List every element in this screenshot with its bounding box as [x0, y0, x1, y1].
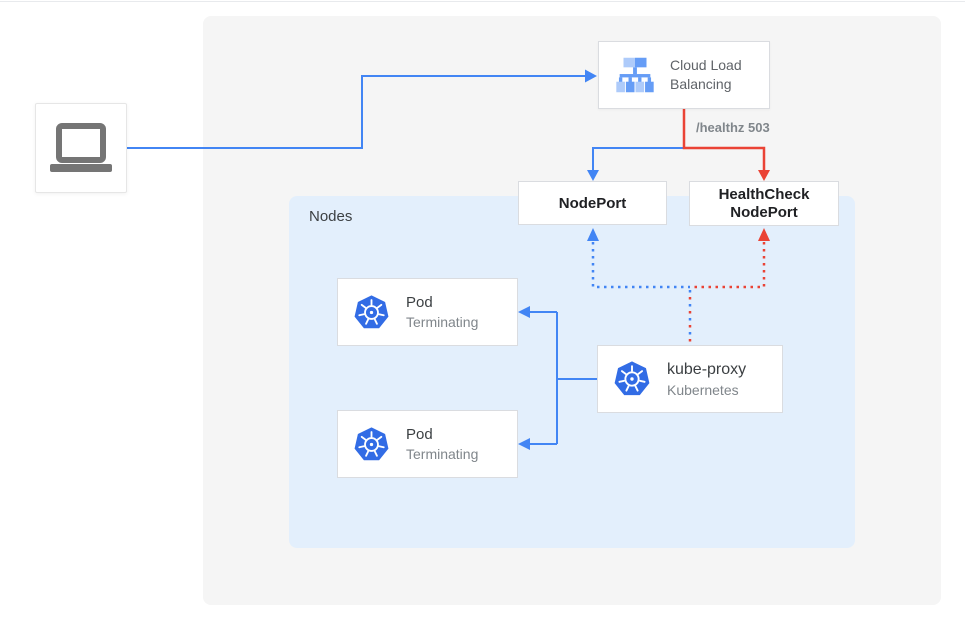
arrowhead-into-healthcheck-bottom [758, 228, 770, 241]
healthz-label: /healthz 503 [696, 120, 770, 135]
healthcheck-label-line1: HealthCheck [718, 185, 810, 203]
arrowhead-into-pod1 [518, 306, 530, 318]
arrowhead-into-lb [585, 69, 597, 83]
kube-proxy-title: kube-proxy [667, 360, 747, 378]
cloud-load-balancing-label: Cloud Load Balancing [670, 57, 742, 92]
pod-box-2: Pod Terminating [337, 410, 518, 478]
arrowhead-into-pod2 [518, 438, 530, 450]
edge-kubeproxy-to-pods [528, 311, 597, 445]
client-laptop [35, 103, 127, 193]
arrowhead-into-nodeport-top [587, 170, 599, 181]
pod1-title: Pod [406, 294, 433, 311]
edge-kubeproxy-to-nodeport [591, 242, 690, 289]
load-balancer-icon [616, 57, 654, 93]
edge-lb-to-nodeport [592, 147, 684, 171]
pod-box-1: Pod Terminating [337, 278, 518, 346]
pod1-text: Pod Terminating [406, 294, 478, 330]
kubernetes-icon [353, 426, 390, 463]
pod2-text: Pod Terminating [406, 426, 478, 462]
pod2-status: Terminating [406, 446, 479, 462]
top-divider [0, 1, 965, 2]
edge-kubeproxy-to-healthcheck [690, 242, 766, 289]
healthcheck-nodeport-box: HealthCheck NodePort [689, 181, 839, 226]
healthcheck-label-line2: NodePort [730, 203, 798, 221]
cloud-load-balancing-box: Cloud Load Balancing [598, 41, 770, 109]
nodeport-label: NodePort [558, 194, 627, 212]
pod1-status: Terminating [406, 314, 479, 330]
arrowhead-into-nodeport-bottom [587, 228, 599, 241]
laptop-icon [50, 123, 112, 172]
kubernetes-icon [353, 294, 390, 331]
nodes-region-label: Nodes [309, 208, 353, 225]
arrowhead-into-healthcheck-top [758, 170, 770, 181]
kube-proxy-box: kube-proxy Kubernetes [597, 345, 783, 413]
edge-client-to-lb [127, 75, 586, 149]
kube-proxy-subtitle: Kubernetes [667, 381, 739, 398]
edge-lb-to-healthcheck [682, 109, 766, 171]
kubernetes-icon [613, 360, 651, 398]
pod2-title: Pod [406, 426, 433, 443]
kube-proxy-text: kube-proxy Kubernetes [667, 361, 746, 398]
nodeport-box: NodePort [518, 181, 667, 225]
